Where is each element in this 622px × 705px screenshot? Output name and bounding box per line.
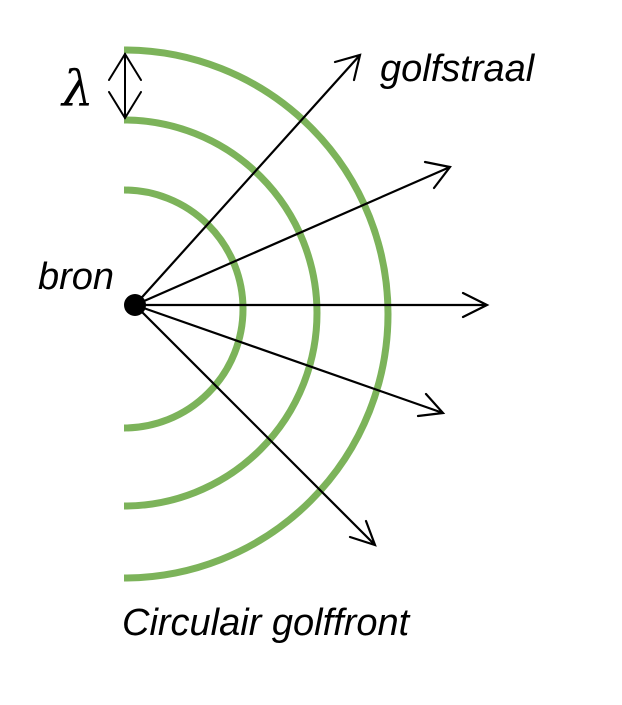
wavelength-marker — [108, 52, 142, 120]
wavefront-group — [123, 46, 392, 582]
wavefront-outer — [123, 46, 392, 582]
wavefront-label: Circulair golffront — [122, 602, 411, 644]
wavelength-arrow-head-bottom — [108, 91, 142, 120]
source-label: bron — [38, 256, 114, 298]
ray-group — [133, 53, 490, 547]
wavefront-inner — [123, 186, 247, 432]
ray-upper-mid — [133, 160, 452, 307]
source-dot — [124, 294, 146, 316]
ray-lower-mid — [133, 303, 446, 418]
wavelength-symbol: λ — [60, 60, 94, 118]
ray-center — [133, 291, 490, 319]
ray-lower — [133, 303, 377, 547]
ray-label: golfstraal — [380, 48, 536, 90]
wavefront-middle — [123, 116, 321, 510]
ray-upper — [133, 53, 362, 307]
wavelength-arrow-head-top — [108, 52, 142, 81]
